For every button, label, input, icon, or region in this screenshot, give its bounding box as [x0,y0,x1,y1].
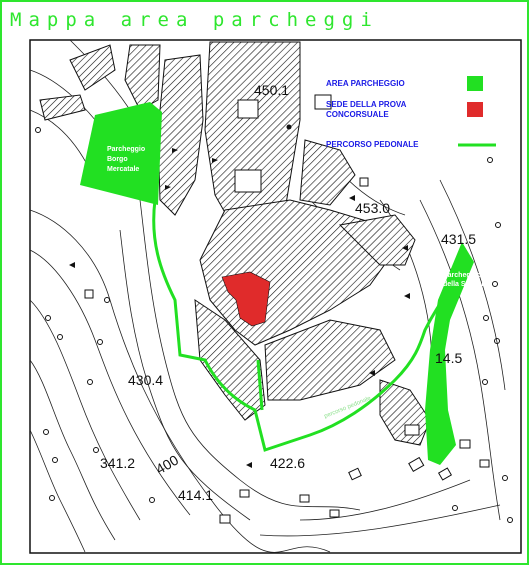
venue-building [221,271,271,327]
walking-route-branch [256,359,264,411]
parking-borgo-line3: Mercatale [107,166,139,173]
parking-borgo-line2: Borgo [107,156,128,163]
legend-venue-line1: SEDE DELLA PROVA [326,100,407,109]
elevation-450-1: 450.1 [254,82,289,98]
parking-area-borgo [80,102,162,205]
tree-markers [35,127,513,523]
parking-stazione-line1: Parcheggio [443,272,481,279]
building-blocks [39,41,431,446]
elevation-414-1: 414.1 [178,487,213,503]
walking-route [152,199,470,452]
legend: AREA PARCHEGGIO SEDE DELLA PROVA CONCORS… [326,76,496,149]
small-buildings [84,94,490,524]
parking-stazione-line2: della Stazione [443,281,490,288]
legend-venue-label: SEDE DELLA PROVA CONCORSUALE [326,100,408,119]
legend-parking-swatch [467,76,483,91]
elevation-453-0: 453.0 [355,200,390,216]
legend-parking-label: AREA PARCHEGGIO [326,79,405,88]
elevation-point-450 [286,124,292,130]
legend-venue-swatch [467,102,483,117]
map-title: Mappa area parcheggi [10,9,379,31]
elevation-labels: 450.1 453.0 431.5 14.5 430.4 341.2 400 4… [100,82,476,503]
elevation-431-5: 431.5 [441,231,476,247]
elevation-341-2: 341.2 [100,455,135,471]
elevation-14-5: 14.5 [435,350,462,366]
parking-area-stazione [425,242,474,465]
triangle-markers [69,148,410,468]
parking-borgo-label: Parcheggio Borgo Mercatale [107,146,147,173]
elevation-430-4: 430.4 [128,372,163,388]
legend-venue-line2: CONCORSUALE [326,110,389,119]
legend-route-label: PERCORSO PEDONALE [326,140,419,149]
parking-borgo-line1: Parcheggio [107,146,145,153]
parking-stazione-label: Parcheggio della Stazione [443,272,490,288]
elevation-422-6: 422.6 [270,455,305,471]
